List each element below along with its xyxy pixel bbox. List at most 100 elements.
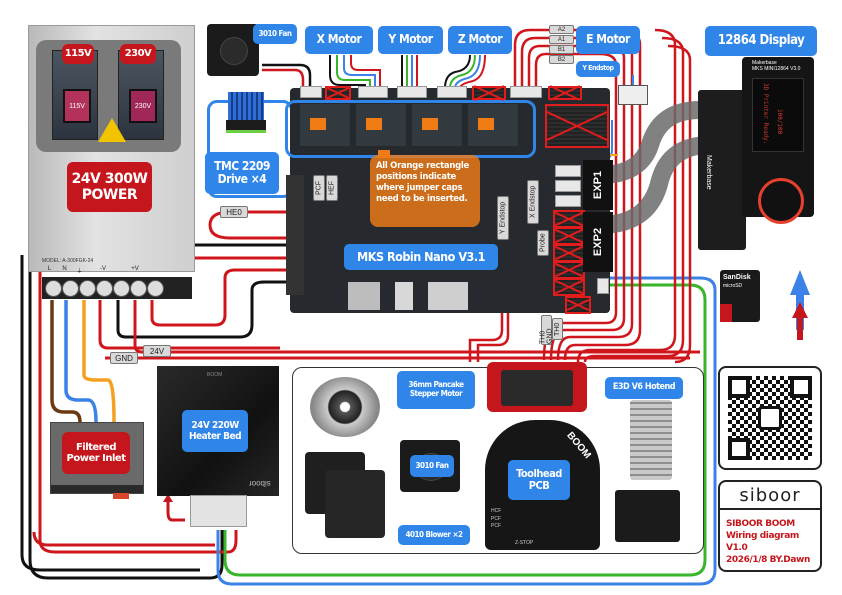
label-x-motor: X Motor xyxy=(305,26,373,54)
wire-z-motor xyxy=(444,54,471,89)
jumper-cap xyxy=(310,118,326,130)
x-motor-connector xyxy=(358,86,388,98)
unused-connector xyxy=(553,227,585,245)
switch-115v[interactable]: 115V xyxy=(52,50,98,140)
label-power-inlet: Filtered Power Inlet xyxy=(62,432,130,474)
brand-line3: 2026/1/8 BY.Dawn xyxy=(726,555,810,566)
wire-bed-thermistor-green xyxy=(223,283,707,577)
terminal-label-l: L xyxy=(47,266,52,272)
tag-hef: HEF xyxy=(326,175,338,201)
pancake-label-line1: 36mm Pancake xyxy=(408,380,464,390)
toolhead-label-line2: PCB xyxy=(528,479,550,492)
e1-motor-connector-unused xyxy=(548,86,582,100)
screw-terminal xyxy=(45,280,62,297)
sd-type: microSD xyxy=(723,283,743,289)
phase-tag-a1: A1 xyxy=(549,35,574,44)
ribbon-exp2 xyxy=(599,136,745,234)
unused-connector xyxy=(325,86,351,100)
unused-connector xyxy=(553,244,585,262)
siboor-logo: siboor xyxy=(720,482,820,510)
phase-tag-b2: B2 xyxy=(549,55,574,64)
driver-slot-e1-unused xyxy=(545,104,609,148)
fan-hub-icon xyxy=(220,37,248,65)
tmc2209-driver-icon xyxy=(226,120,266,133)
zstop-label: Z-STOP xyxy=(515,540,534,546)
heatbed-brand: siboor xyxy=(249,479,271,488)
arrow-bed-thermistor xyxy=(166,500,185,522)
label-y-endstop: Y Endstop xyxy=(576,61,620,77)
screw-terminal xyxy=(79,280,96,297)
psu-label: 24V 300W POWER xyxy=(67,162,152,212)
tag-he0: HE0 xyxy=(220,206,248,218)
label-3010-fan: 3010 Fan xyxy=(253,24,297,44)
unused-connector xyxy=(565,296,591,314)
driver-slot-z[interactable] xyxy=(412,104,462,146)
exp2-port: EXP2 xyxy=(583,212,613,272)
tag-24v: 24V xyxy=(143,345,171,357)
terminal-label-neg: -V xyxy=(100,266,106,272)
arrow-up-blue xyxy=(790,270,810,330)
display-adapter-board xyxy=(698,90,746,250)
label-e-motor: E Motor xyxy=(576,26,640,54)
screw-terminal xyxy=(113,280,130,297)
switch-115v-knob: 115V xyxy=(63,89,91,123)
label-3010-fan-toolhead: 3010 Fan xyxy=(410,455,454,477)
tag-y-endstop-board: Y Endstop xyxy=(497,196,509,240)
jumper-cap xyxy=(478,118,494,130)
screw-terminal xyxy=(62,280,79,297)
driver-slot-e0[interactable] xyxy=(468,104,518,146)
power-switch[interactable] xyxy=(113,493,129,499)
toolhead-label-line1: Toolhead xyxy=(516,466,562,480)
rotary-encoder-knob[interactable] xyxy=(758,178,804,224)
sd-card: SanDisk microSD xyxy=(720,270,760,322)
label-tmc2209: TMC 2209 Drive ×4 xyxy=(205,152,279,194)
wire-psu-negative-2 xyxy=(116,280,286,339)
driver-slot-x[interactable] xyxy=(300,104,350,146)
sd-slot-icon xyxy=(428,282,468,310)
psu-label-line1: 24V 300W xyxy=(71,170,148,187)
label-pancake-motor: 36mm Pancake Stepper Motor xyxy=(397,371,475,409)
unused-connector xyxy=(553,261,585,279)
heatbed-label-line1: 24V 220W xyxy=(191,420,239,431)
qr-code[interactable] xyxy=(718,366,822,470)
heater-terminal-block xyxy=(286,175,304,235)
terminal-label-ground: ⏚ xyxy=(76,269,83,275)
heatbed-top-text: BOOM xyxy=(207,372,223,378)
endstop-connector xyxy=(555,165,581,177)
psu-model-text: MODEL: A-300FGK-24 xyxy=(42,258,94,264)
tag-gnd: GND xyxy=(110,352,138,364)
adapter-brand: Makerbase xyxy=(705,155,712,190)
wire-psu-negative-1 xyxy=(98,300,280,350)
lcd-status: 3D Printer Ready. xyxy=(762,83,769,145)
warning-icon xyxy=(98,118,126,142)
toolhead-molex-connector xyxy=(487,362,587,412)
endstop-connector xyxy=(555,195,581,207)
brand-line2: Wiring diagram V1.0 xyxy=(726,531,799,554)
terminal-label-pos: +V xyxy=(131,266,139,272)
label-heater-bed: 24V 220W Heater Bed xyxy=(182,410,248,452)
phase-tag-a2: A2 xyxy=(549,25,574,34)
wire-ac-brown xyxy=(50,300,82,423)
label-4010-blower: 4010 Blower ×2 xyxy=(398,525,470,545)
brand-line1: SIBOOR BOOM xyxy=(726,519,795,529)
label-mks-robin-nano: MKS Robin Nano V3.1 xyxy=(344,244,498,270)
usb-c-port-icon xyxy=(395,282,413,310)
terminal-label-n: N xyxy=(62,266,67,272)
bed-thermistor-connector xyxy=(597,278,609,294)
driver-slot-y[interactable] xyxy=(356,104,406,146)
display-brand: Makerbase MKS MINI12864 V3.0 xyxy=(752,60,800,72)
voltage-switch-window: 115V 230V xyxy=(36,40,181,152)
label-y-motor: Y Motor xyxy=(378,26,443,54)
wire-psu-positive-2 xyxy=(150,268,286,327)
lcd-screen: 3D Printer Ready. 100/100 xyxy=(752,78,804,152)
arrow-up-red xyxy=(792,302,808,340)
hotend-heatblock xyxy=(615,490,680,542)
tmc-label-line1: TMC 2209 xyxy=(214,158,270,173)
unused-connector xyxy=(553,278,585,296)
y-endstop-switch-icon xyxy=(618,85,648,105)
screw-terminal xyxy=(130,280,147,297)
fan-connector xyxy=(300,86,322,98)
wire-psu-positive-1 xyxy=(133,300,700,354)
blower-4010-2 xyxy=(325,470,385,538)
